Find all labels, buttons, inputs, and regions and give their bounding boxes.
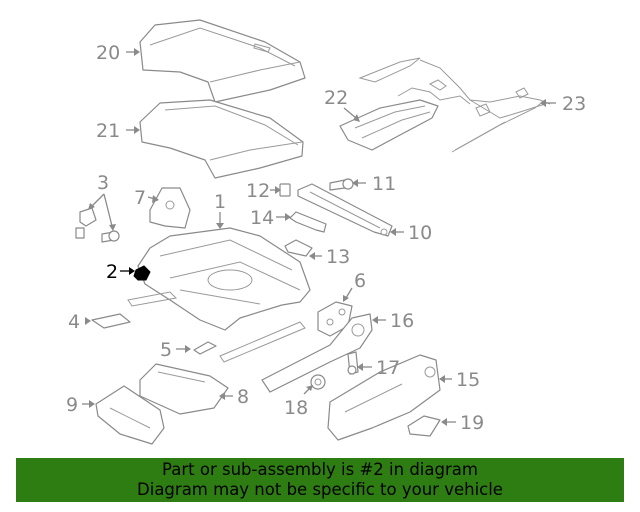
part-14-bracket[interactable] xyxy=(289,211,327,233)
callout-6: 6 xyxy=(354,270,366,292)
callout-10: 10 xyxy=(408,222,432,244)
part-info-banner: Part or sub-assembly is #2 in diagram Di… xyxy=(16,458,624,502)
callout-14: 14 xyxy=(250,207,274,229)
part-23-wiring-harness[interactable] xyxy=(358,57,551,153)
callout-23: 23 xyxy=(562,93,586,115)
callout-19: 19 xyxy=(460,412,484,434)
part-2-clip[interactable] xyxy=(133,265,151,281)
part-7-bracket[interactable] xyxy=(149,187,191,229)
part-8-module[interactable] xyxy=(139,363,229,415)
part-17-bolt[interactable] xyxy=(347,351,359,375)
callout-12: 12 xyxy=(246,180,270,202)
callout-1: 1 xyxy=(214,191,226,213)
leader-lines xyxy=(82,48,556,426)
callout-5: 5 xyxy=(160,339,172,361)
part-22-heater-pad[interactable] xyxy=(339,79,491,151)
part-16-side-bracket[interactable] xyxy=(261,313,373,393)
part-11-bolt[interactable] xyxy=(329,178,354,191)
callout-labels: 20 21 22 23 12 11 10 14 13 3 7 1 2 6 16 … xyxy=(66,42,586,434)
banner-line-1: Part or sub-assembly is #2 in diagram xyxy=(162,460,478,479)
callout-15: 15 xyxy=(456,369,480,391)
part-5-bracket[interactable] xyxy=(193,341,217,355)
part-1-seat-frame[interactable] xyxy=(127,227,311,363)
callout-21: 21 xyxy=(96,120,120,142)
part-10-rail[interactable] xyxy=(297,183,393,237)
callout-4: 4 xyxy=(68,311,80,333)
part-20-cushion-pad[interactable] xyxy=(139,19,306,103)
part-4-bracket[interactable] xyxy=(91,313,131,329)
callout-20: 20 xyxy=(96,42,120,64)
callout-18: 18 xyxy=(284,397,308,419)
callout-3: 3 xyxy=(97,172,109,194)
parts-diagram: 20 21 22 23 12 11 10 14 13 3 7 1 2 6 16 … xyxy=(66,19,586,445)
part-21-cushion-cover[interactable] xyxy=(139,99,304,179)
callout-9: 9 xyxy=(66,394,78,416)
part-12-clip[interactable] xyxy=(279,183,291,197)
callout-17: 17 xyxy=(376,357,400,379)
callout-8: 8 xyxy=(237,386,249,408)
callout-7: 7 xyxy=(134,187,146,209)
part-13-connector[interactable] xyxy=(284,239,313,257)
callout-16: 16 xyxy=(390,310,414,332)
callout-2: 2 xyxy=(106,261,118,283)
part-19-trim-cap[interactable] xyxy=(407,415,441,437)
callout-11: 11 xyxy=(372,173,396,195)
part-9-drawer[interactable] xyxy=(95,385,165,445)
part-3-fasteners[interactable] xyxy=(75,207,120,243)
banner-line-2: Diagram may not be specific to your vehi… xyxy=(137,480,503,499)
callout-22: 22 xyxy=(324,87,348,109)
part-15-side-trim[interactable] xyxy=(327,354,441,441)
part-18-nut[interactable] xyxy=(310,374,326,390)
callout-13: 13 xyxy=(326,246,350,268)
